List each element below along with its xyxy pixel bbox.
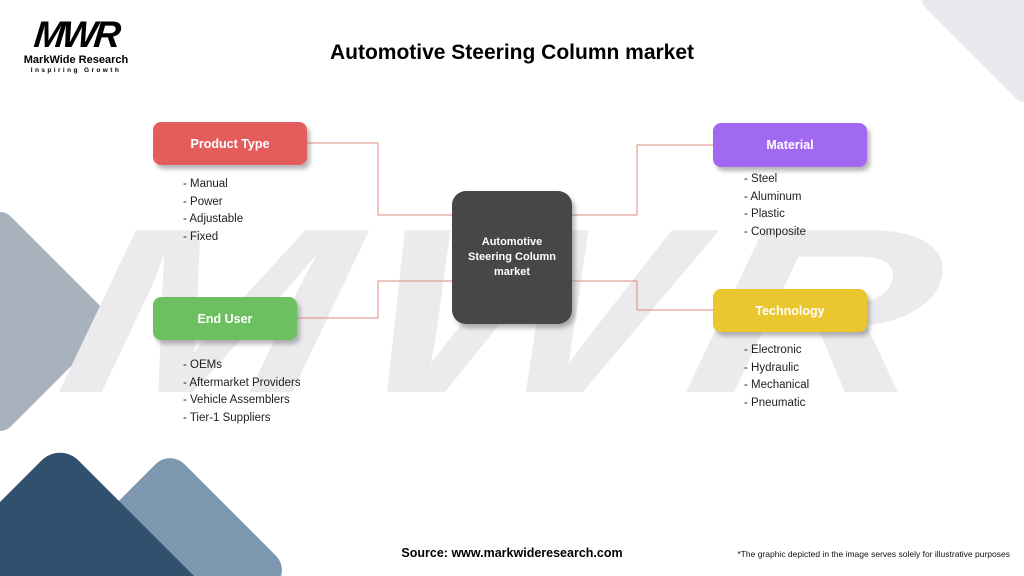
source-label: Source: xyxy=(401,546,448,560)
connector-end-user xyxy=(297,280,452,319)
markwide-logo: MWR MarkWide Research Inspiring Growth xyxy=(20,14,132,74)
product-type-list: - Manual - Power - Adjustable - Fixed xyxy=(183,176,243,246)
list-item: - Adjustable xyxy=(183,213,244,225)
list-item: - Pneumatic xyxy=(744,396,806,409)
list-item: - Electronic xyxy=(744,344,802,356)
list-item: - Aftermarket Providers xyxy=(183,376,301,389)
list-item: - Hydraulic xyxy=(744,361,799,374)
source-line: Source: www.markwideresearch.com xyxy=(0,546,1024,560)
node-label: Product Type xyxy=(190,136,270,151)
end-user-list: - OEMs - Aftermarket Providers - Vehicle… xyxy=(183,357,301,427)
list-item: - Mechanical xyxy=(744,379,810,391)
node-material: Material xyxy=(713,123,867,167)
list-item: - Vehicle Assemblers xyxy=(183,394,290,406)
list-item: - Plastic xyxy=(744,208,785,220)
connector-material xyxy=(572,144,713,216)
technology-list: - Electronic - Hydraulic - Mechanical - … xyxy=(744,342,809,412)
node-product-type: Product Type xyxy=(153,122,307,165)
node-label: Automotive Steering Column market xyxy=(467,236,556,278)
list-item: - Steel xyxy=(744,173,778,185)
node-technology: Technology xyxy=(713,289,867,332)
list-item: - Power xyxy=(183,195,223,208)
list-item: - OEMs xyxy=(183,359,222,371)
page-title: Automotive Steering Column market xyxy=(329,41,695,65)
list-item: - Fixed xyxy=(183,230,219,243)
logo-name: MarkWide Research xyxy=(23,54,129,66)
logo-tagline: Inspiring Growth xyxy=(30,67,122,74)
node-end-user: End User xyxy=(153,297,297,340)
node-center-market: Automotive Steering Column market xyxy=(452,191,572,324)
source-url: www.markwideresearch.com xyxy=(451,546,623,560)
list-item: - Aluminum xyxy=(744,190,802,203)
list-item: - Composite xyxy=(744,225,806,238)
list-item: - Tier-1 Suppliers xyxy=(183,411,271,424)
connector-product-type xyxy=(307,142,452,216)
disclaimer-text: *The graphic depicted in the image serve… xyxy=(737,549,1010,559)
node-label: Material xyxy=(766,138,814,152)
node-label: End User xyxy=(197,311,253,326)
connector-technology xyxy=(572,280,713,311)
material-list: - Steel - Aluminum - Plastic - Composite xyxy=(744,171,806,241)
node-label: Technology xyxy=(755,303,825,318)
list-item: - Manual xyxy=(183,178,228,190)
